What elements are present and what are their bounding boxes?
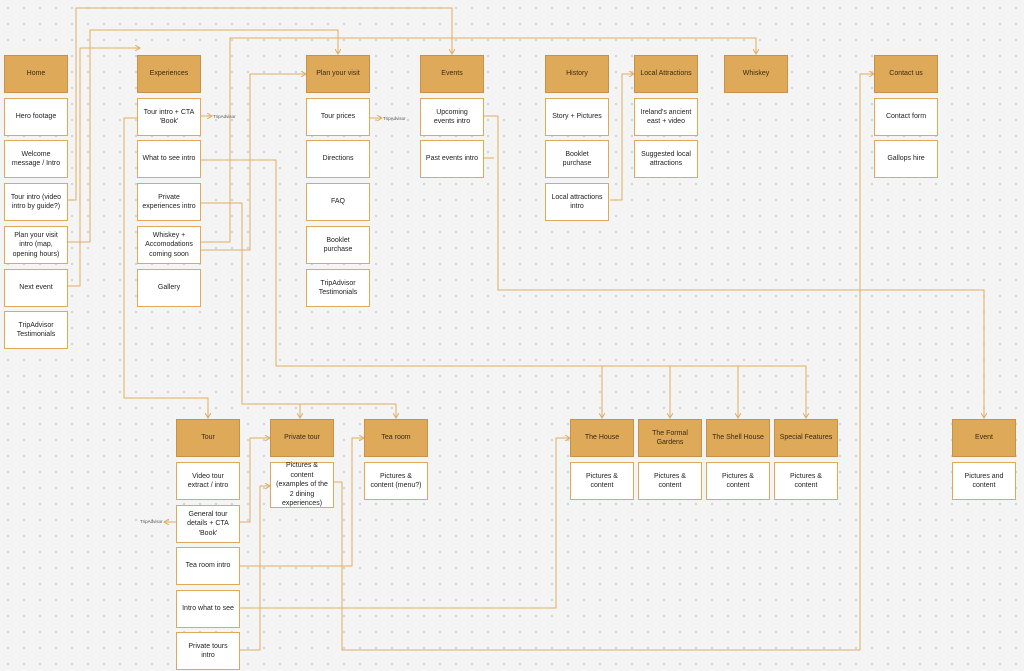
node-gallops-hire: Gallops hire: [874, 140, 938, 178]
tag-tripadvisor-experiences: TripAdvisor: [213, 114, 236, 119]
connector-plan-intro-to-plan-visit: [68, 29, 338, 243]
node-tour-intro-cta: Tour intro + CTA 'Book': [137, 98, 201, 136]
node-whiskey-accom: Whiskey + Accomodations coming soon: [137, 226, 201, 264]
node-the-house: The House: [570, 419, 634, 457]
connector-private-tours-intro-to-content: [240, 486, 270, 651]
node-directions: Directions: [306, 140, 370, 178]
node-private-tour: Private tour: [270, 419, 334, 457]
tag-tripadvisor-plan: TripAdvisor: [383, 116, 406, 121]
node-plan-visit-intro: Plan your visit intro (map, opening hour…: [4, 226, 68, 264]
connector-general-tour-to-private-tour: [240, 438, 270, 523]
node-contact-form: Contact form: [874, 98, 938, 136]
node-event: Event: [952, 419, 1016, 457]
node-private-exp-intro: Private experiences intro: [137, 183, 201, 221]
connector-tour-intro-to-events: [68, 7, 452, 201]
node-tripadvisor-home: TripAdvisor Testimonials: [4, 311, 68, 349]
node-gallery: Gallery: [137, 269, 201, 307]
node-private-tours-intro: Private tours intro: [176, 632, 240, 670]
tag-tripadvisor-tour: TripAdvisor: [140, 519, 163, 524]
connector-what-to-see-to-house-group: [201, 159, 806, 418]
node-formal-gardens: The Formal Gardens: [638, 419, 702, 457]
node-local-attractions-intro: Local attractions intro: [545, 183, 609, 221]
node-tour: Tour: [176, 419, 240, 457]
node-next-event: Next event: [4, 269, 68, 307]
node-suggested-attractions: Suggested local attractions: [634, 140, 698, 178]
node-tripadvisor-plan: TripAdvisor Testimonials: [306, 269, 370, 307]
node-tour-prices: Tour prices: [306, 98, 370, 136]
node-event-content: Pictures and content: [952, 462, 1016, 500]
node-gardens-content: Pictures & content: [638, 462, 702, 500]
node-experiences: Experiences: [137, 55, 201, 93]
node-local-attractions: Local Attractions: [634, 55, 698, 93]
node-booklet-purchase-history: Booklet purchase: [545, 140, 609, 178]
node-whiskey: Whiskey: [724, 55, 788, 93]
node-general-tour-details: General tour details + CTA 'Book': [176, 505, 240, 543]
node-contact-us: Contact us: [874, 55, 938, 93]
node-tea-room: Tea room: [364, 419, 428, 457]
node-upcoming-events-intro: Upcoming events intro: [420, 98, 484, 136]
node-history: History: [545, 55, 609, 93]
node-shell-content: Pictures & content: [706, 462, 770, 500]
node-plan-your-visit: Plan your visit: [306, 55, 370, 93]
node-home: Home: [4, 55, 68, 93]
node-tour-intro-video: Tour intro (video intro by guide?): [4, 183, 68, 221]
node-irelands-east: Ireland's ancient east + video: [634, 98, 698, 136]
node-booklet-purchase-plan: Booklet purchase: [306, 226, 370, 264]
node-tea-room-intro: Tea room intro: [176, 547, 240, 585]
node-hero-footage: Hero footage: [4, 98, 68, 136]
connector-next-event-to-experiences: [68, 48, 140, 287]
node-special-features: Special Features: [774, 419, 838, 457]
node-shell-house: The Shell House: [706, 419, 770, 457]
connector-local-intro-to-local: [610, 74, 634, 201]
node-what-to-see-intro: What to see intro: [137, 140, 201, 178]
node-special-content: Pictures & content: [774, 462, 838, 500]
node-private-tour-content: Pictures & content (examples of the 2 di…: [270, 462, 334, 508]
node-welcome: Welcome message / Intro: [4, 140, 68, 178]
node-story-pictures: Story + Pictures: [545, 98, 609, 136]
node-video-tour-extract: Video tour extract / intro: [176, 462, 240, 500]
node-events: Events: [420, 55, 484, 93]
node-past-events-intro: Past events intro: [420, 140, 484, 178]
node-faq: FAQ: [306, 183, 370, 221]
node-intro-what-to-see: Intro what to see: [176, 590, 240, 628]
node-tea-room-content: Pictures & content (menu?): [364, 462, 428, 500]
node-house-content: Pictures & content: [570, 462, 634, 500]
connector-exp-to-plan-visit: [201, 74, 306, 251]
